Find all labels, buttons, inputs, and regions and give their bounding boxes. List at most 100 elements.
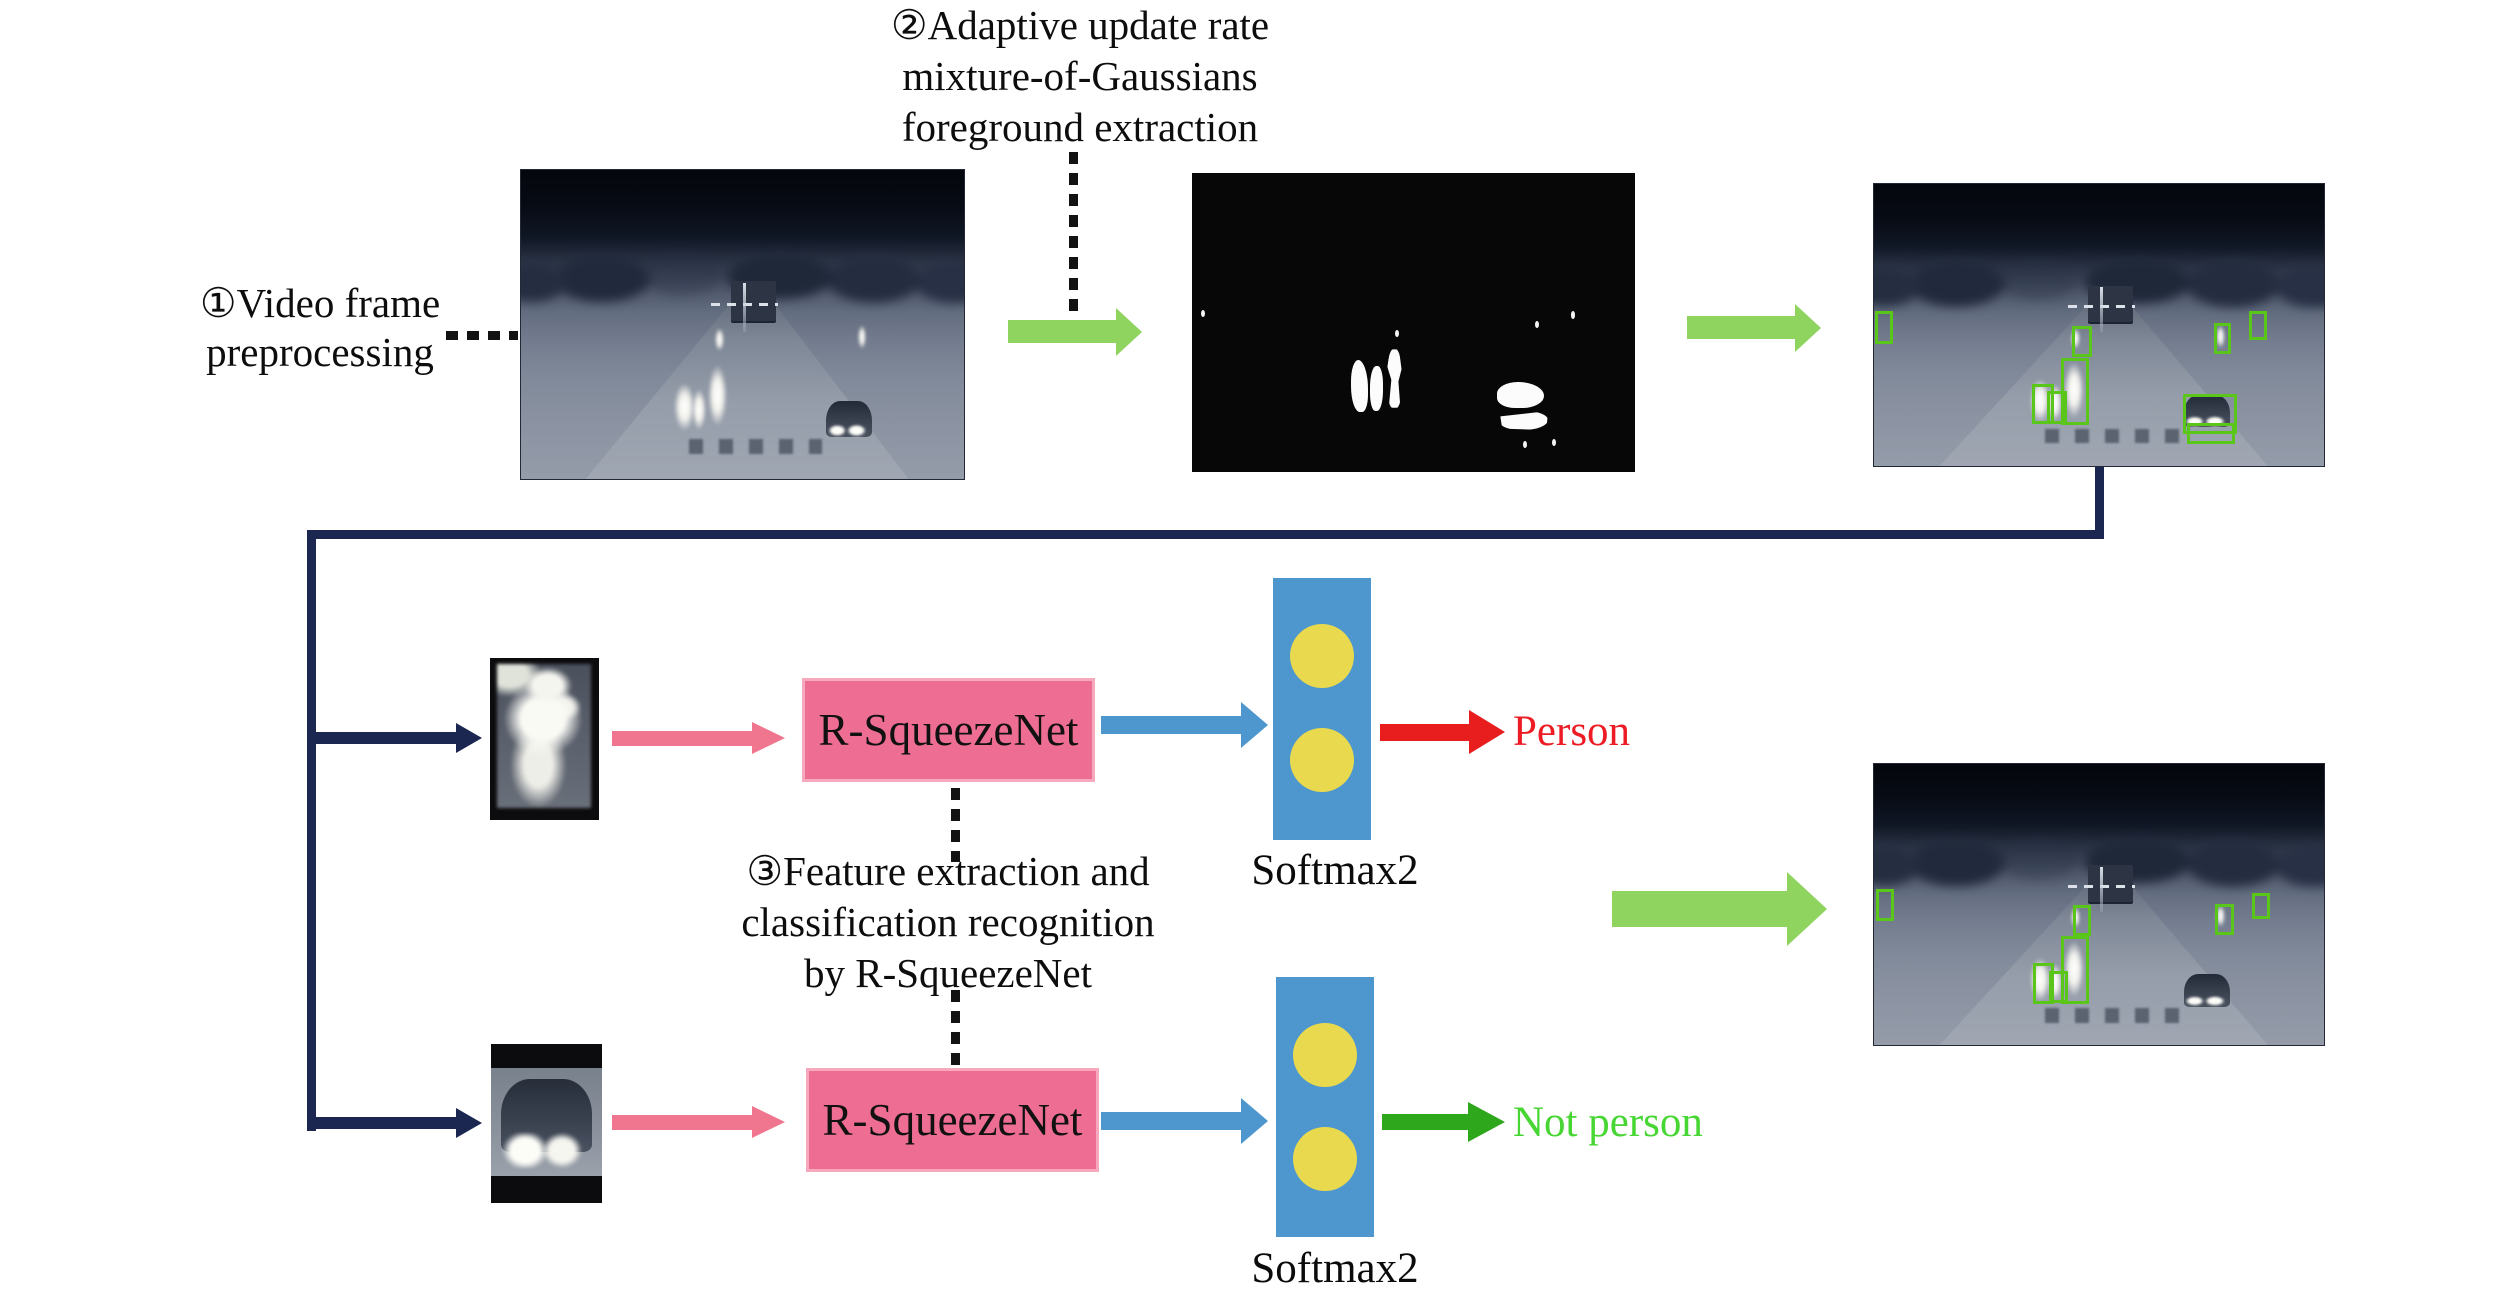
foreground-blob [1496,382,1544,408]
pedestrian-blob [858,324,867,350]
detection-box [2215,903,2235,935]
crosshair-icon [2099,866,2103,912]
detection-box [2046,390,2068,425]
gate-structure [2087,865,2133,902]
detection-box [2248,310,2267,340]
result-not-person-label: Not person [1513,1099,1703,1146]
foreground-dot [1395,329,1400,337]
detection-box [2061,357,2090,425]
detection-box [2183,394,2238,434]
detection-box [2252,892,2271,919]
detection-box [2072,905,2092,937]
classifier-label: R-SqueezeNet [818,705,1079,755]
crosswalk-marks [2045,1008,2180,1023]
foreground-blob [1370,365,1383,411]
softmax-node-top [1273,578,1371,840]
arrow-classifier-to-softmax-top [1101,702,1268,748]
annotation-line: foreground extraction [901,104,1259,150]
detection-box [1874,310,1894,344]
detection-box [2032,962,2055,1005]
pedestrian-blob [674,383,695,432]
branch-arrow-car-crop [311,1108,482,1138]
result-person-label: Person [1513,708,1631,755]
car-crop-image [491,1044,602,1203]
foreground-blob [1350,359,1369,413]
flow-line-from-detection-frame [2095,463,2104,533]
softmax-unit-circle [1293,1127,1357,1191]
detection-box [2031,383,2055,425]
annotation-line: by R-SqueezeNet [803,950,1093,996]
car [2183,394,2231,428]
arrow-car-crop-to-classifier [612,1106,785,1138]
gate-structure [731,281,776,322]
flow-line-vertical [307,530,316,1131]
classifier-label: R-SqueezeNet [822,1095,1083,1145]
arrow-person-crop-to-classifier [612,722,785,754]
arrow-mask-to-detection [1687,304,1821,352]
softmax-label-bottom: Softmax2 [1251,1245,1419,1292]
foreground-dot [1534,320,1539,328]
crosswalk-marks [2045,429,2180,444]
detection-box [2071,326,2092,358]
softmax-node-bottom [1276,977,1374,1237]
detection-box [2186,422,2236,445]
dotted-connector-step3-lower [951,990,960,1070]
step2-annotation: ②Adaptive update rate mixture-of-Gaussia… [830,0,1330,153]
softmax-unit-circle [1293,1023,1357,1087]
dotted-connector-step2 [1069,152,1078,320]
detection-box [1875,889,1894,921]
person-crop-image [490,658,599,820]
pedestrian-blob [2216,325,2225,348]
step1-annotation: ①Video frame preprocessing [140,279,500,377]
person-figure [497,664,591,808]
crosshair-icon [2099,286,2103,333]
foreground-mask-frame [1192,173,1635,472]
detection-box [2214,323,2232,355]
thermal-frame-original [520,169,965,480]
crosswalk-marks [689,438,823,455]
classifier-box-top: R-SqueezeNet [802,678,1095,782]
pedestrian-blob [2071,327,2081,349]
final-result-frame [1873,763,2325,1046]
car [825,401,872,437]
softmax-unit-circle [1290,624,1354,688]
foreground-dot [1523,440,1528,449]
car-headlights [497,1133,596,1168]
annotation-line: ①Video frame [199,280,441,326]
pedestrian-blob [691,389,707,430]
classifier-box-bottom: R-SqueezeNet [806,1068,1099,1172]
pedestrian-blob [2063,941,2084,998]
foreground-dot [1200,309,1205,318]
softmax-label-top: Softmax2 [1251,847,1419,894]
detection-box [2061,935,2090,1005]
foreground-dot [1570,311,1575,319]
crosshair-icon [743,282,747,333]
flow-line-horizontal [307,530,2104,539]
arrow-classifier-to-softmax-bottom [1101,1098,1268,1144]
step3-annotation: ③Feature extraction and classification r… [698,846,1198,999]
arrow-softmax-to-person [1380,710,1505,754]
gate-structure [2087,285,2133,323]
annotation-line: classification recognition [741,899,1155,945]
foreground-blob [1500,411,1549,431]
pedestrian-blob [715,327,724,351]
softmax-unit-circle [1290,728,1354,792]
dotted-connector-step1 [446,331,518,340]
car [2183,974,2231,1007]
annotation-line: mixture-of-Gaussians [902,53,1258,99]
arrow-softmax-to-not-person [1382,1102,1505,1142]
arrow-frame1-to-mask [1008,308,1142,356]
annotation-line: ③Feature extraction and [746,848,1150,894]
dotted-connector-step3-upper [951,788,960,862]
annotation-line: preprocessing [206,329,434,375]
pedestrian-blob [2216,904,2225,927]
pedestrian-blob [2063,361,2084,419]
detection-frame [1873,183,2325,467]
branch-arrow-person-crop [311,723,482,753]
foreground-dot [1551,438,1556,446]
annotation-line: ②Adaptive update rate [890,2,1270,48]
foreground-blob [1387,349,1402,408]
arrow-to-final-result [1612,872,1827,946]
pedestrian-blob [707,364,728,427]
